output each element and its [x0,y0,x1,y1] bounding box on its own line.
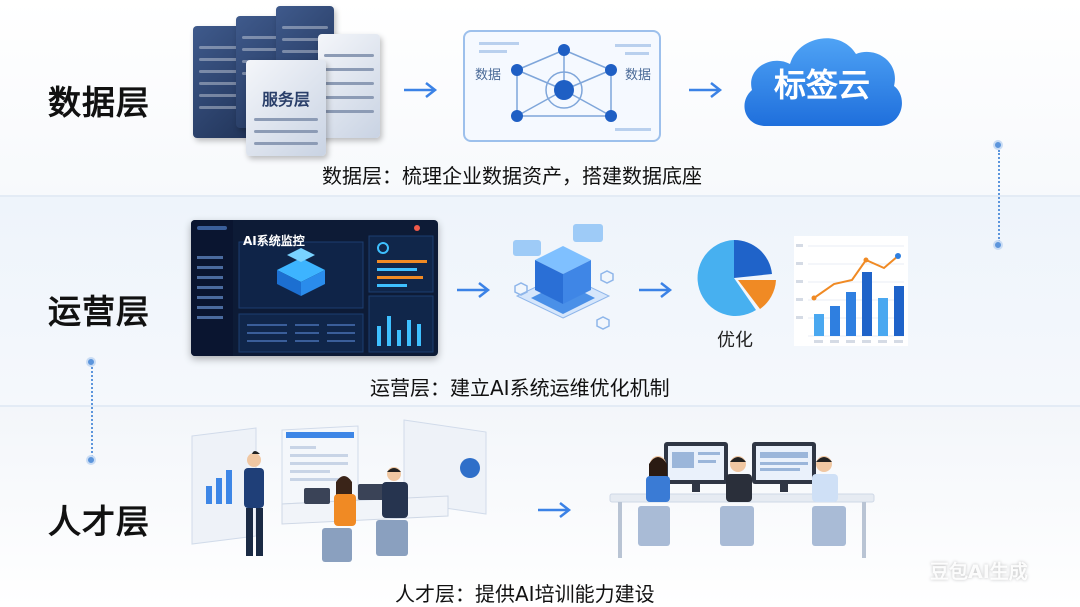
bar-line-chart-icon [794,236,908,346]
isometric-module-icon [513,224,614,330]
operations-layer-title: 运营层 [48,292,150,331]
optimize-label: 优化 [717,330,753,351]
connector-dot [993,240,1003,250]
watermark: 豆包AI生成 [930,561,1028,583]
arrow-right-icon [538,502,572,518]
connector-line [91,367,93,457]
network-icon: 数据 数据 [463,30,661,142]
cloud-icon [744,38,902,126]
server-label: 服务层 [261,90,310,109]
arrow-right-icon [639,282,673,298]
dashboard-title: AI系统监控 [243,234,305,248]
connector-line [998,150,1000,242]
data-layer-caption: 数据层：梳理企业数据资产，搭建数据底座 [322,164,702,188]
network-label-right: 数据 [625,68,652,83]
band-divider [0,405,1080,407]
cloud-label: 标签云 [773,66,870,104]
connector-dot [86,357,96,367]
operations-layer-caption: 运营层：建立AI系统运维优化机制 [370,376,670,400]
dashboard-icon: AI系统监控 [191,220,438,356]
arrow-right-icon [689,82,723,98]
training-room-icon [609,442,875,558]
network-label-left: 数据 [475,68,502,83]
arrow-right-icon [457,282,491,298]
data-layer-title: 数据层 [48,83,150,122]
band-divider [0,195,1080,197]
connector-dot [86,455,96,465]
talent-layer-title: 人才层 [48,502,150,541]
pie-chart-icon [697,239,776,316]
talent-layer-caption: 人才层：提供AI培训能力建设 [395,582,655,606]
team-meeting-icon [191,419,487,562]
talent-layer-band [0,406,1080,607]
connector-dot [993,140,1003,150]
arrow-right-icon [404,82,438,98]
